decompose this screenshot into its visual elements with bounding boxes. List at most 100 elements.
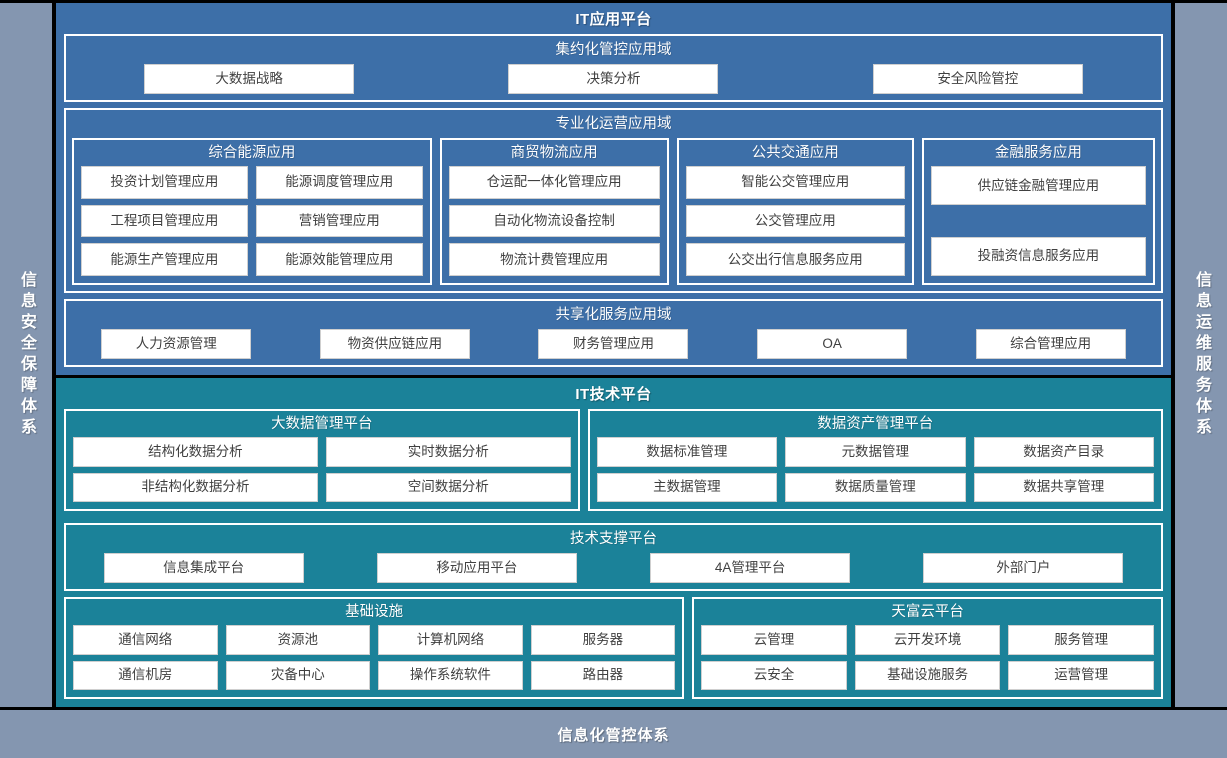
- group-infrastructure-items: 通信网络 资源池 计算机网络 服务器 通信机房 灾备中心 操作系统软件 路由器: [73, 625, 676, 690]
- chip-cloud-security[interactable]: 云安全: [701, 660, 847, 690]
- chip-finance-management[interactable]: 财务管理应用: [538, 329, 689, 359]
- chip-service-management[interactable]: 服务管理: [1008, 625, 1154, 655]
- domain-professional-operations: 专业化运营应用域 综合能源应用 投资计划管理应用 能源调度管理应用 工程项目管理…: [64, 108, 1163, 293]
- domain-shared-services-title: 共享化服务应用域: [555, 307, 672, 323]
- chip-information-integration-platform[interactable]: 信息集成平台: [103, 553, 304, 583]
- group-big-data-platform-title: 大数据管理平台: [271, 416, 373, 432]
- chip-energy-efficiency-management[interactable]: 能源效能管理应用: [255, 243, 423, 276]
- chip-human-resource-management[interactable]: 人力资源管理: [101, 329, 252, 359]
- group-public-transport-title: 公共交通应用: [751, 145, 839, 161]
- chip-bus-travel-information-service[interactable]: 公交出行信息服务应用: [685, 243, 905, 276]
- chip-structured-data-analysis[interactable]: 结构化数据分析: [73, 437, 318, 467]
- right-rail-it-operations-service: 信息运维服务体系: [1171, 3, 1227, 707]
- center-stack: IT应用平台 集约化管控应用域 大数据战略 决策分析 安全风险管控 专业化运营应…: [56, 3, 1171, 707]
- group-infrastructure-title: 基础设施: [345, 604, 404, 620]
- group-data-asset-platform-items: 数据标准管理 元数据管理 数据资产目录 主数据管理 数据质量管理 数据共享管理: [596, 437, 1154, 502]
- chip-investment-plan-management[interactable]: 投资计划管理应用: [81, 166, 248, 199]
- chip-server[interactable]: 服务器: [530, 625, 676, 655]
- it-application-platform-title: IT应用平台: [575, 11, 652, 28]
- chip-energy-production-management[interactable]: 能源生产管理应用: [81, 243, 248, 276]
- professional-operations-groups: 综合能源应用 投资计划管理应用 能源调度管理应用 工程项目管理应用 营销管理应用…: [72, 138, 1155, 285]
- left-rail-information-security: 信息安全保障体系: [0, 3, 56, 707]
- group-integrated-energy-title: 综合能源应用: [208, 145, 296, 161]
- it-technology-platform: IT技术平台 大数据管理平台 结构化数据分析 实时数据分析 非结构化数据分析 空…: [56, 375, 1171, 707]
- domain-professional-operations-title: 专业化运营应用域: [555, 116, 672, 132]
- group-financial-services: 金融服务应用 供应链金融管理应用 投融资信息服务应用: [921, 138, 1155, 285]
- chip-spatial-data-analysis[interactable]: 空间数据分析: [325, 472, 571, 502]
- group-trade-logistics: 商贸物流应用 仓运配一体化管理应用 自动化物流设备控制 物流计费管理应用: [439, 138, 669, 285]
- chip-unstructured-data-analysis[interactable]: 非结构化数据分析: [73, 472, 318, 502]
- group-trade-logistics-title: 商贸物流应用: [510, 145, 598, 161]
- data-platform-groups: 大数据管理平台 结构化数据分析 实时数据分析 非结构化数据分析 空间数据分析 数…: [64, 409, 1163, 511]
- diagram-body: 信息安全保障体系 IT应用平台 集约化管控应用域 大数据战略 决策分析 安全风险…: [0, 0, 1227, 710]
- domain-technical-support-items: 信息集成平台 移动应用平台 4A管理平台 外部门户: [72, 553, 1155, 583]
- chip-operating-system-software[interactable]: 操作系统软件: [378, 660, 523, 690]
- chip-supply-chain-finance-management[interactable]: 供应链金融管理应用: [930, 166, 1146, 206]
- group-big-data-platform-items: 结构化数据分析 实时数据分析 非结构化数据分析 空间数据分析: [73, 437, 571, 502]
- it-application-platform: IT应用平台 集约化管控应用域 大数据战略 决策分析 安全风险管控 专业化运营应…: [56, 3, 1171, 375]
- chip-4a-management-platform[interactable]: 4A管理平台: [650, 553, 851, 583]
- chip-data-sharing-management[interactable]: 数据共享管理: [973, 472, 1154, 502]
- chip-oa[interactable]: OA: [757, 329, 908, 359]
- group-data-asset-platform: 数据资产管理平台 数据标准管理 元数据管理 数据资产目录 主数据管理 数据质量管…: [587, 409, 1163, 511]
- chip-big-data-strategy[interactable]: 大数据战略: [144, 64, 355, 94]
- group-financial-services-items: 供应链金融管理应用 投融资信息服务应用: [930, 166, 1146, 276]
- group-infrastructure: 基础设施 通信网络 资源池 计算机网络 服务器 通信机房 灾备中心 操作系统软件…: [64, 597, 685, 699]
- chip-data-standard-management[interactable]: 数据标准管理: [596, 437, 778, 467]
- chip-security-risk-control[interactable]: 安全风险管控: [872, 64, 1083, 94]
- domain-infrastructure-cloud: 基础设施 通信网络 资源池 计算机网络 服务器 通信机房 灾备中心 操作系统软件…: [64, 597, 1163, 699]
- chip-investment-financing-information-service[interactable]: 投融资信息服务应用: [930, 236, 1146, 276]
- group-integrated-energy: 综合能源应用 投资计划管理应用 能源调度管理应用 工程项目管理应用 营销管理应用…: [72, 138, 432, 285]
- chip-cloud-management[interactable]: 云管理: [701, 625, 847, 655]
- chip-bus-management[interactable]: 公交管理应用: [685, 204, 905, 238]
- chip-master-data-management[interactable]: 主数据管理: [596, 472, 778, 502]
- chip-data-quality-management[interactable]: 数据质量管理: [785, 472, 966, 502]
- chip-smart-bus-management[interactable]: 智能公交管理应用: [685, 166, 905, 199]
- chip-computer-network[interactable]: 计算机网络: [378, 625, 523, 655]
- domain-intensive-control: 集约化管控应用域 大数据战略 决策分析 安全风险管控: [64, 34, 1163, 102]
- chip-automated-logistics-equipment-control[interactable]: 自动化物流设备控制: [448, 204, 660, 238]
- chip-decision-analysis[interactable]: 决策分析: [508, 64, 719, 94]
- bottom-banner-informatization-governance: 信息化管控体系: [0, 710, 1227, 758]
- chip-operation-management[interactable]: 运营管理: [1008, 660, 1154, 690]
- group-tianfu-cloud-items: 云管理 云开发环境 服务管理 云安全 基础设施服务 运营管理: [701, 625, 1154, 690]
- chip-router[interactable]: 路由器: [530, 660, 676, 690]
- group-data-asset-platform-title: 数据资产管理平台: [817, 416, 934, 432]
- chip-marketing-management[interactable]: 营销管理应用: [255, 204, 423, 238]
- chip-logistics-billing-management[interactable]: 物流计费管理应用: [448, 243, 660, 276]
- chip-external-portal[interactable]: 外部门户: [923, 553, 1124, 583]
- chip-communication-network[interactable]: 通信网络: [73, 625, 218, 655]
- chip-data-asset-catalog[interactable]: 数据资产目录: [973, 437, 1154, 467]
- group-big-data-platform: 大数据管理平台 结构化数据分析 实时数据分析 非结构化数据分析 空间数据分析: [64, 409, 580, 511]
- domain-data-platforms: 大数据管理平台 结构化数据分析 实时数据分析 非结构化数据分析 空间数据分析 数…: [64, 409, 1163, 517]
- chip-communication-room[interactable]: 通信机房: [73, 660, 218, 690]
- chip-metadata-management[interactable]: 元数据管理: [785, 437, 966, 467]
- chip-engineering-project-management[interactable]: 工程项目管理应用: [81, 204, 248, 238]
- domain-technical-support-platform: 技术支撑平台 信息集成平台 移动应用平台 4A管理平台 外部门户: [64, 523, 1163, 591]
- chip-material-supply-chain[interactable]: 物资供应链应用: [319, 329, 470, 359]
- infrastructure-cloud-groups: 基础设施 通信网络 资源池 计算机网络 服务器 通信机房 灾备中心 操作系统软件…: [64, 597, 1163, 699]
- group-public-transport-items: 智能公交管理应用 公交管理应用 公交出行信息服务应用: [685, 166, 905, 276]
- domain-shared-services: 共享化服务应用域 人力资源管理 物资供应链应用 财务管理应用 OA 综合管理应用: [64, 299, 1163, 367]
- chip-integrated-warehouse-transport-management[interactable]: 仓运配一体化管理应用: [448, 166, 660, 199]
- chip-energy-dispatch-management[interactable]: 能源调度管理应用: [255, 166, 423, 199]
- chip-disaster-recovery-center[interactable]: 灾备中心: [225, 660, 371, 690]
- it-technology-platform-title: IT技术平台: [575, 386, 652, 403]
- chip-financial-services-empty-slot: [931, 211, 1146, 230]
- chip-infrastructure-service[interactable]: 基础设施服务: [854, 660, 1001, 690]
- chip-mobile-application-platform[interactable]: 移动应用平台: [376, 553, 577, 583]
- domain-intensive-control-title: 集约化管控应用域: [555, 42, 672, 58]
- group-tianfu-cloud-platform-title: 天富云平台: [891, 604, 964, 620]
- group-integrated-energy-items: 投资计划管理应用 能源调度管理应用 工程项目管理应用 营销管理应用 能源生产管理…: [81, 166, 423, 276]
- chip-cloud-development-environment[interactable]: 云开发环境: [854, 625, 1001, 655]
- group-tianfu-cloud-platform: 天富云平台 云管理 云开发环境 服务管理 云安全 基础设施服务 运营管理: [692, 597, 1163, 699]
- domain-technical-support-platform-title: 技术支撑平台: [570, 531, 657, 547]
- domain-intensive-control-items: 大数据战略 决策分析 安全风险管控: [72, 64, 1155, 94]
- chip-realtime-data-analysis[interactable]: 实时数据分析: [325, 437, 571, 467]
- chip-integrated-management[interactable]: 综合管理应用: [975, 329, 1126, 359]
- chip-resource-pool[interactable]: 资源池: [225, 625, 371, 655]
- group-financial-services-title: 金融服务应用: [994, 145, 1082, 161]
- group-public-transport: 公共交通应用 智能公交管理应用 公交管理应用 公交出行信息服务应用: [676, 138, 914, 285]
- domain-shared-services-items: 人力资源管理 物资供应链应用 财务管理应用 OA 综合管理应用: [72, 329, 1155, 359]
